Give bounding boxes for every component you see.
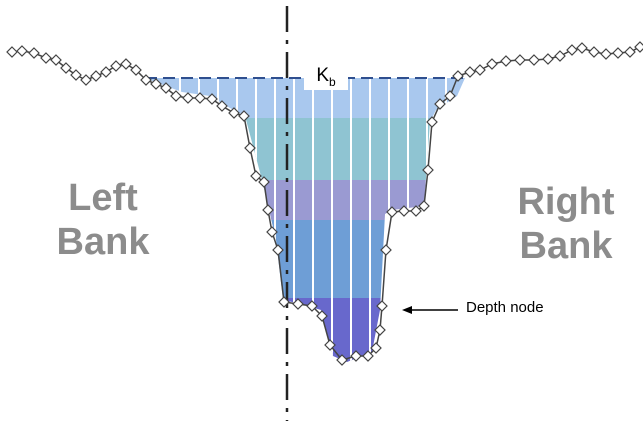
diamond-marker-icon	[426, 116, 438, 128]
diamond-marker-icon	[576, 42, 588, 54]
water-band-2	[145, 118, 465, 180]
diamond-marker-icon	[362, 350, 374, 362]
diamond-marker-icon	[110, 60, 122, 72]
diamond-marker-icon	[324, 339, 336, 351]
diamond-marker-icon	[50, 54, 62, 66]
diamond-marker-icon	[444, 90, 456, 102]
diamond-marker-icon	[130, 64, 142, 76]
diamond-marker-icon	[40, 52, 52, 64]
diamond-marker-icon	[140, 74, 152, 86]
diamond-marker-icon	[464, 66, 476, 78]
diamond-marker-icon	[486, 58, 498, 70]
diamond-marker-icon	[410, 205, 422, 217]
diamond-marker-icon	[228, 107, 240, 119]
diamond-marker-icon	[434, 98, 446, 110]
diamond-marker-icon	[370, 342, 382, 354]
diamond-marker-icon	[90, 70, 102, 82]
diamond-marker-icon	[160, 82, 172, 94]
diamond-marker-icon	[612, 47, 624, 59]
diamond-marker-icon	[380, 244, 392, 256]
depth-node-label: Depth node	[466, 299, 544, 316]
diamond-marker-icon	[566, 44, 578, 56]
survey-points	[6, 41, 643, 366]
diamond-marker-icon	[376, 300, 388, 312]
diamond-marker-icon	[624, 46, 636, 58]
diamond-marker-icon	[238, 110, 250, 122]
diamond-marker-icon	[542, 53, 554, 65]
diamond-marker-icon	[170, 90, 182, 102]
diamond-marker-icon	[588, 46, 600, 58]
diamond-marker-icon	[150, 78, 162, 90]
depth-node-arrow	[402, 306, 458, 314]
diamond-marker-icon	[292, 298, 304, 310]
diamond-marker-icon	[250, 170, 262, 182]
diamond-marker-icon	[500, 55, 512, 67]
diamond-marker-icon	[244, 142, 256, 154]
diamond-marker-icon	[258, 176, 270, 188]
diamond-marker-icon	[422, 164, 434, 176]
diamond-marker-icon	[80, 74, 92, 86]
diamond-marker-icon	[452, 70, 464, 82]
diamond-marker-icon	[418, 200, 430, 212]
diamond-marker-icon	[554, 50, 566, 62]
diamond-marker-icon	[262, 204, 274, 216]
diamond-marker-icon	[386, 206, 398, 218]
water-band-5	[145, 298, 465, 362]
kb-label: Kb	[304, 62, 348, 90]
diamond-marker-icon	[28, 47, 40, 59]
diamond-marker-icon	[70, 69, 82, 81]
kb-main: K	[316, 65, 329, 86]
diamond-marker-icon	[60, 62, 72, 74]
diamond-marker-icon	[16, 45, 28, 57]
diamond-marker-icon	[514, 54, 526, 66]
diamond-marker-icon	[216, 100, 228, 112]
kb-sub: b	[329, 74, 336, 89]
diamond-marker-icon	[336, 354, 348, 366]
diamond-marker-icon	[474, 64, 486, 76]
diamond-marker-icon	[100, 66, 112, 78]
diamond-marker-icon	[306, 300, 318, 312]
diamond-marker-icon	[272, 244, 284, 256]
diamond-marker-icon	[316, 310, 328, 322]
diamond-marker-icon	[600, 48, 612, 60]
diamond-marker-icon	[120, 58, 132, 70]
diamond-marker-icon	[350, 350, 362, 362]
diamond-marker-icon	[528, 54, 540, 66]
diamond-marker-icon	[182, 92, 194, 104]
diamond-marker-icon	[278, 296, 290, 308]
arrow-head	[402, 306, 412, 314]
diamond-marker-icon	[194, 92, 206, 104]
diamond-marker-icon	[374, 324, 386, 336]
diamond-marker-icon	[6, 46, 18, 58]
diamond-marker-icon	[266, 226, 278, 238]
diamond-marker-icon	[206, 93, 218, 105]
diamond-marker-icon	[398, 205, 410, 217]
diamond-marker-icon	[634, 41, 643, 53]
